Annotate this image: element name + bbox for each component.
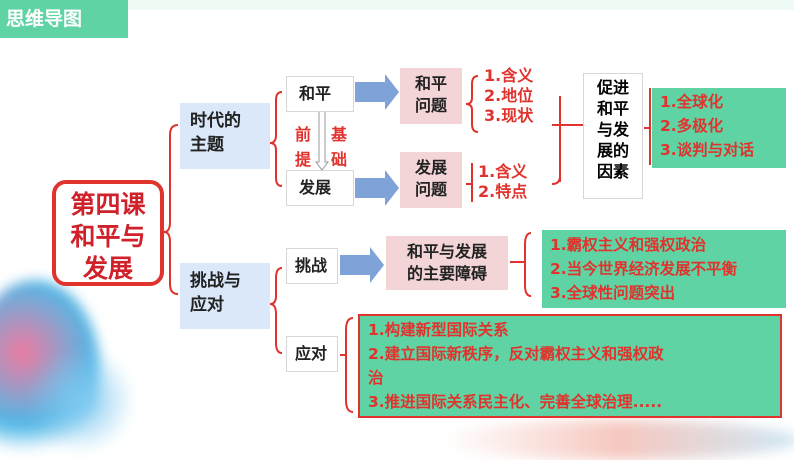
- factors-node: 促进 和平 与发 展的 因素: [583, 73, 643, 199]
- challenge-response-node: 挑战与 应对: [180, 263, 270, 329]
- peace-item-2: 2.地位: [484, 86, 564, 106]
- relation-basis: 基 础: [330, 122, 348, 172]
- factors-line-5: 因素: [584, 161, 642, 182]
- obstacle-line-1: 和平与发展: [386, 241, 508, 263]
- peace-problem-line-1: 和平: [400, 73, 462, 95]
- challenge-node: 挑战: [286, 248, 338, 284]
- obstacle-items-box: 1.霸权主义和强权政治 2.当今世界经济发展不平衡 3.全球性问题突出: [542, 230, 786, 308]
- peace-item-3: 3.现状: [484, 106, 564, 126]
- factors-line-1: 促进: [584, 77, 642, 98]
- relation-basis-1: 基: [330, 122, 348, 147]
- root-line-1: 第四课: [56, 189, 160, 221]
- peace-items: 1.含义 2.地位 3.现状: [484, 66, 564, 126]
- response-node: 应对: [286, 336, 338, 372]
- obstacle-node: 和平与发展 的主要障碍: [386, 236, 508, 290]
- relation-premise: 前 提: [294, 122, 312, 172]
- relation-premise-1: 前: [294, 122, 312, 147]
- root-line-3: 发展: [56, 253, 160, 285]
- development-problem-line-2: 问题: [400, 179, 462, 201]
- factor-item-1: 1.全球化: [660, 90, 778, 114]
- obstacle-item-3: 3.全球性问题突出: [550, 281, 778, 305]
- theme-line-1: 时代的: [190, 109, 260, 133]
- arrow-challenge: [340, 247, 384, 283]
- factor-item-3: 3.谈判与对话: [660, 138, 778, 162]
- peace-item-1: 1.含义: [484, 66, 564, 86]
- relation-premise-2: 提: [294, 147, 312, 172]
- peace-node: 和平: [286, 76, 354, 112]
- arrow-development: [355, 170, 399, 206]
- root-line-2: 和平与: [56, 221, 160, 253]
- challenge-response-line-2: 应对: [190, 293, 260, 317]
- obstacle-line-2: 的主要障碍: [386, 263, 508, 285]
- development-problem-line-1: 发展: [400, 157, 462, 179]
- factor-item-2: 2.多极化: [660, 114, 778, 138]
- factors-line-2: 和平: [584, 98, 642, 119]
- response-item-3: 3.推进国际关系民主化、完善全球治理.....: [368, 390, 772, 414]
- factors-line-4: 展的: [584, 140, 642, 161]
- development-problem-node: 发展 问题: [400, 152, 462, 208]
- factors-line-3: 与发: [584, 119, 642, 140]
- response-item-1: 1.构建新型国际关系: [368, 318, 772, 342]
- peace-problem-line-2: 问题: [400, 95, 462, 117]
- response-item-2-cont: 治: [368, 366, 772, 390]
- relation-basis-2: 础: [330, 147, 348, 172]
- root-node: 第四课 和平与 发展: [52, 180, 164, 286]
- theme-node: 时代的 主题: [180, 103, 270, 169]
- challenge-response-line-1: 挑战与: [190, 269, 260, 293]
- response-items-box: 1.构建新型国际关系 2.建立国际新秩序，反对霸权主义和强权政 治 3.推进国际…: [358, 314, 782, 418]
- development-item-1: 1.含义: [478, 162, 552, 182]
- theme-line-2: 主题: [190, 133, 260, 157]
- response-item-2: 2.建立国际新秩序，反对霸权主义和强权政: [368, 342, 772, 366]
- development-item-2: 2.特点: [478, 182, 552, 202]
- development-node: 发展: [286, 170, 354, 206]
- obstacle-item-2: 2.当今世界经济发展不平衡: [550, 257, 778, 281]
- peace-problem-node: 和平 问题: [400, 68, 462, 124]
- development-items: 1.含义 2.特点: [478, 162, 552, 202]
- factor-items-box: 1.全球化 2.多极化 3.谈判与对话: [652, 88, 786, 168]
- obstacle-item-1: 1.霸权主义和强权政治: [550, 233, 778, 257]
- arrow-peace: [355, 74, 399, 110]
